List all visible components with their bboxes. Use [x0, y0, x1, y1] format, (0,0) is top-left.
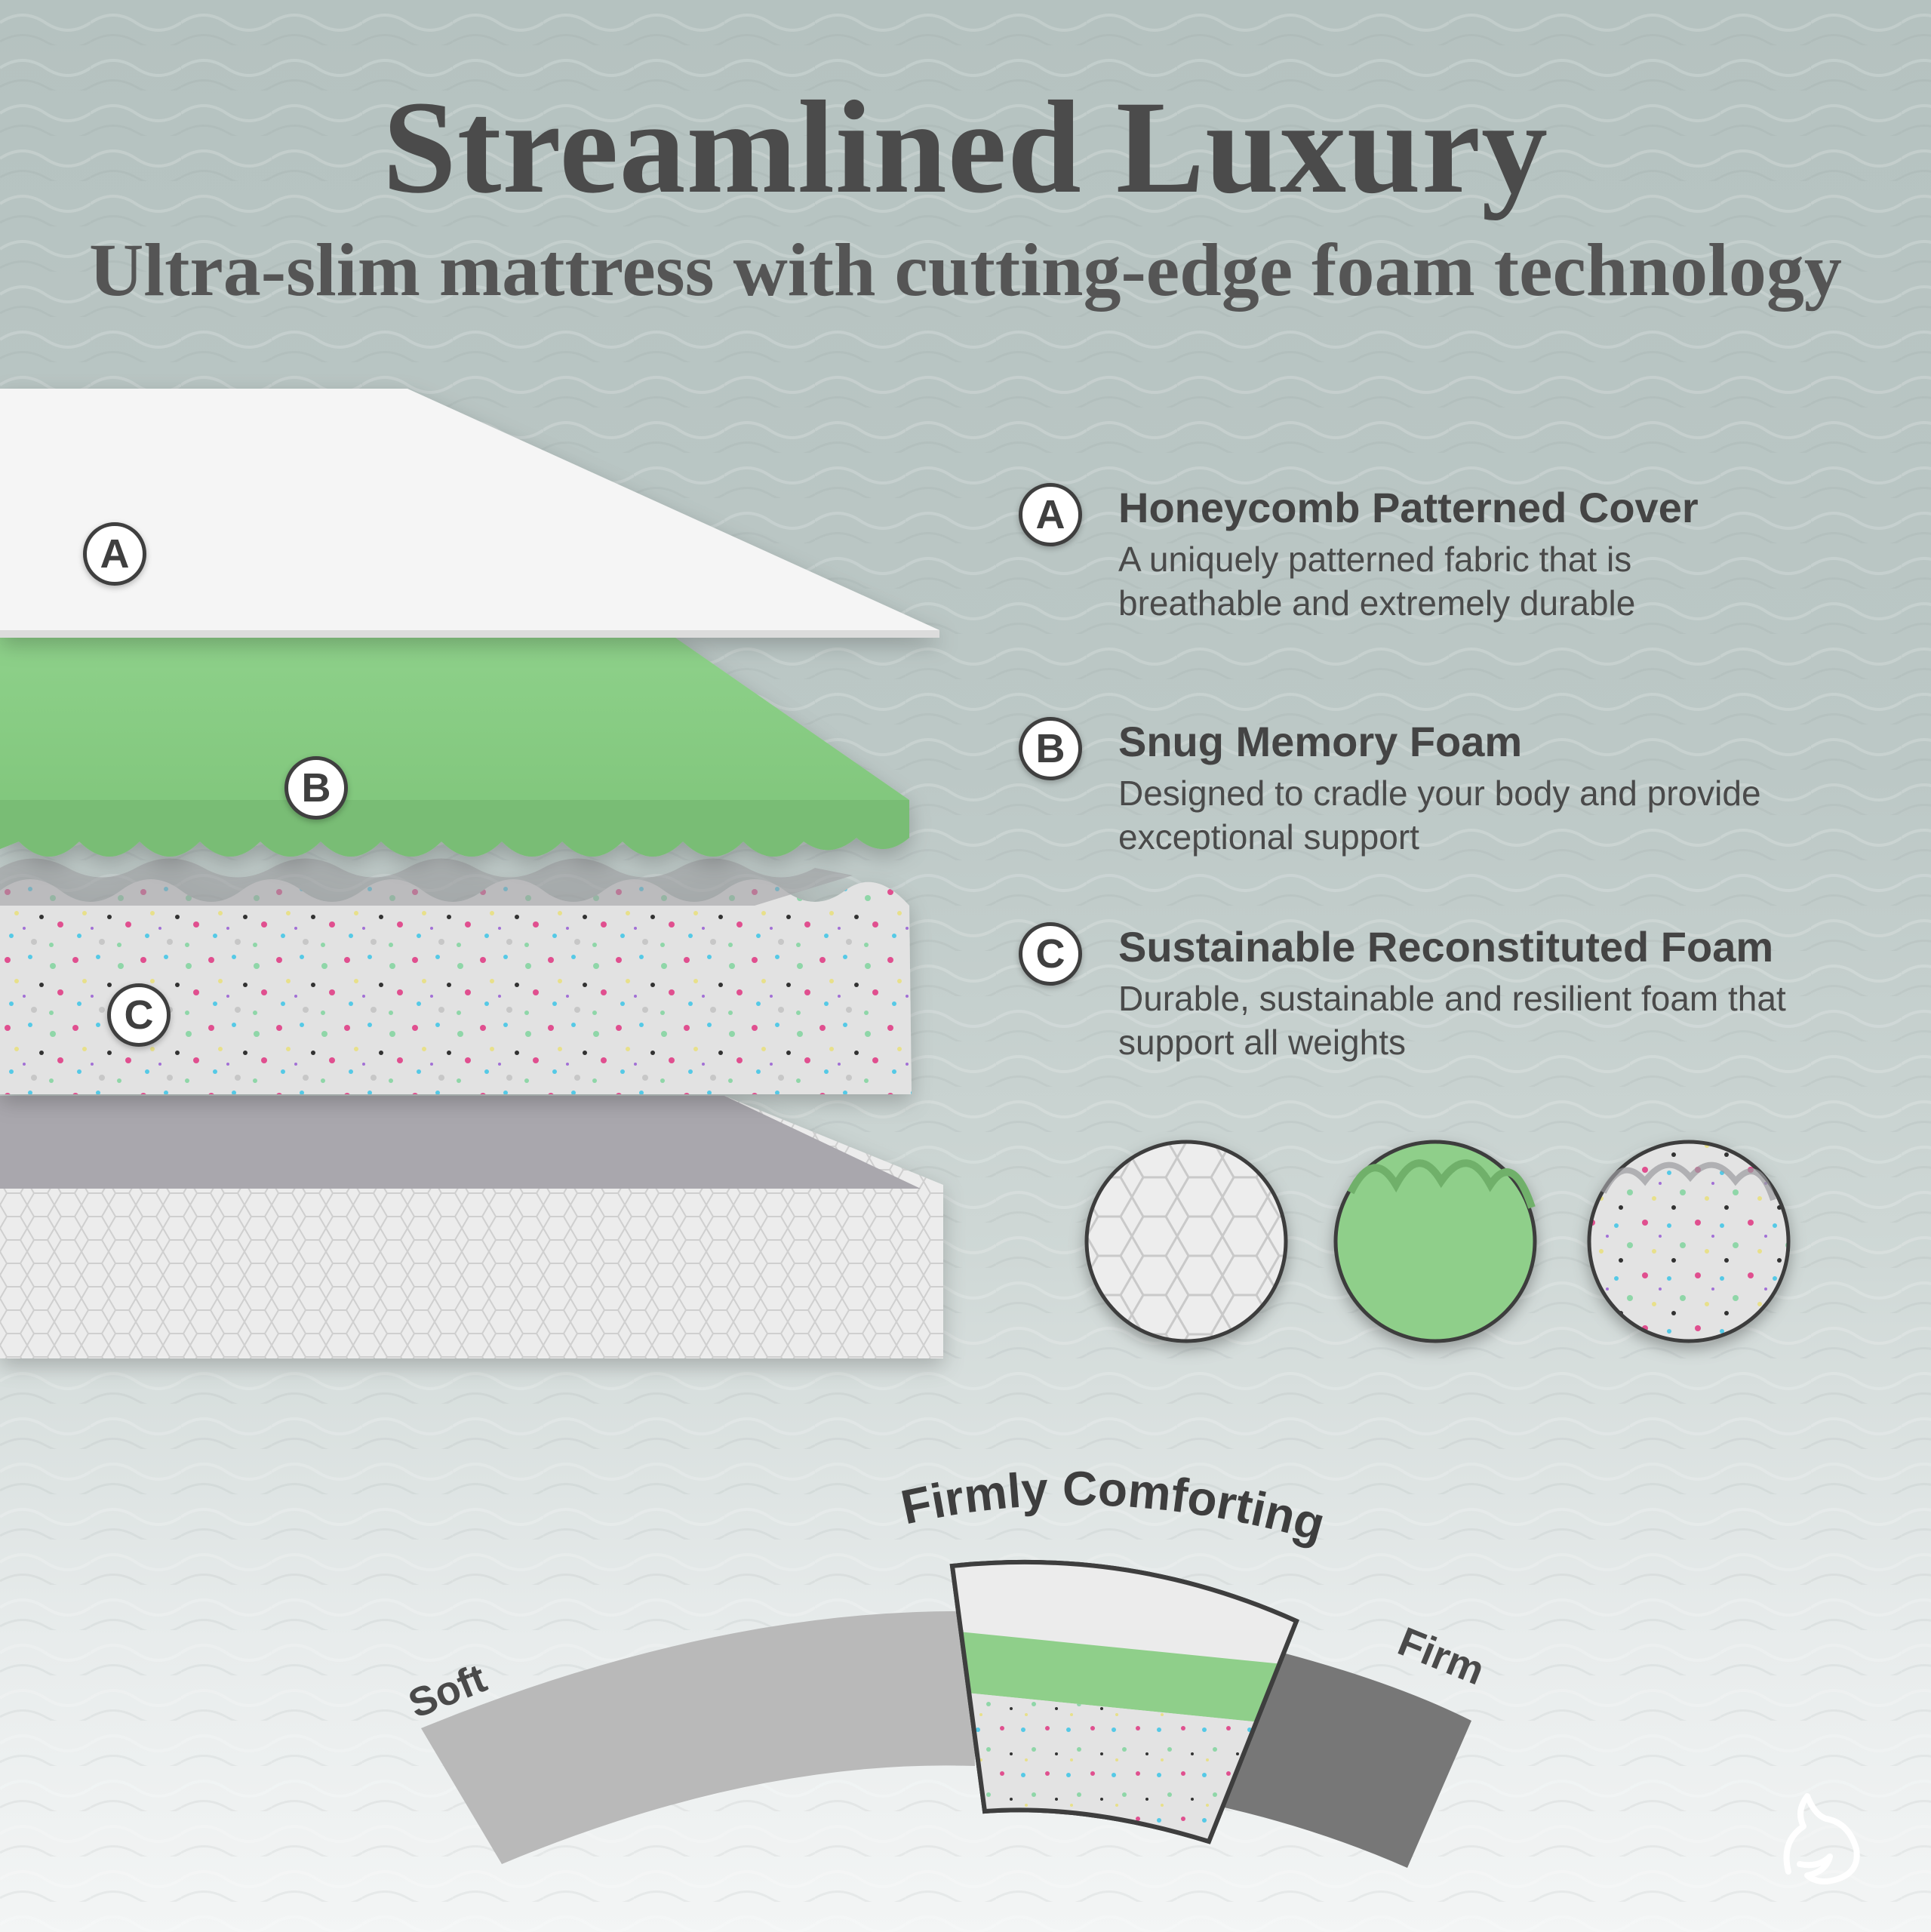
feature-title: Sustainable Reconstituted Foam — [1118, 923, 1774, 971]
base-layer — [0, 1096, 943, 1358]
feature-description: Durable, sustainable and resilient foam … — [1118, 979, 1786, 1062]
memory-foam-swatch-icon — [1333, 1140, 1537, 1343]
feature-marker-a: A — [1019, 483, 1082, 546]
feature-description: Designed to cradle your body and provide… — [1118, 774, 1761, 857]
firmness-label: Firmly Comforting — [896, 1461, 1331, 1552]
honeycomb-swatch-icon — [1084, 1140, 1288, 1343]
cover-layer — [0, 389, 939, 638]
feature-memory-foam: B Snug Memory Foam Designed to cradle yo… — [1019, 717, 1894, 868]
page-title: Streamlined Luxury — [382, 74, 1549, 221]
firmness-arc-firm — [1207, 1653, 1471, 1868]
page-subtitle: Ultra-slim mattress with cutting-edge fo… — [89, 228, 1842, 312]
marker-c: C — [107, 983, 171, 1047]
feature-marker-b: B — [1019, 717, 1082, 780]
feature-title: Snug Memory Foam — [1118, 718, 1523, 765]
marker-b: B — [284, 756, 348, 820]
reconstituted-foam-layer — [0, 858, 912, 1094]
memory-foam-layer — [0, 638, 909, 857]
fox-logo-icon — [1783, 1793, 1860, 1885]
feature-marker-c: C — [1019, 922, 1082, 986]
feature-description: A uniquely patterned fabric that is brea… — [1118, 540, 1636, 623]
marker-a: A — [83, 522, 146, 586]
firm-label: Firm — [1392, 1619, 1491, 1694]
firmness-label-text: Firmly Comforting — [896, 1461, 1331, 1552]
firmness-arc — [421, 1611, 975, 1864]
reconstituted-foam-swatch-icon — [1587, 1140, 1791, 1343]
feature-title: Honeycomb Patterned Cover — [1118, 484, 1699, 531]
feature-reconstituted-foam: C Sustainable Reconstituted Foam Durable… — [1019, 922, 1894, 1073]
feature-cover: A Honeycomb Patterned Cover A uniquely p… — [1019, 483, 1894, 679]
